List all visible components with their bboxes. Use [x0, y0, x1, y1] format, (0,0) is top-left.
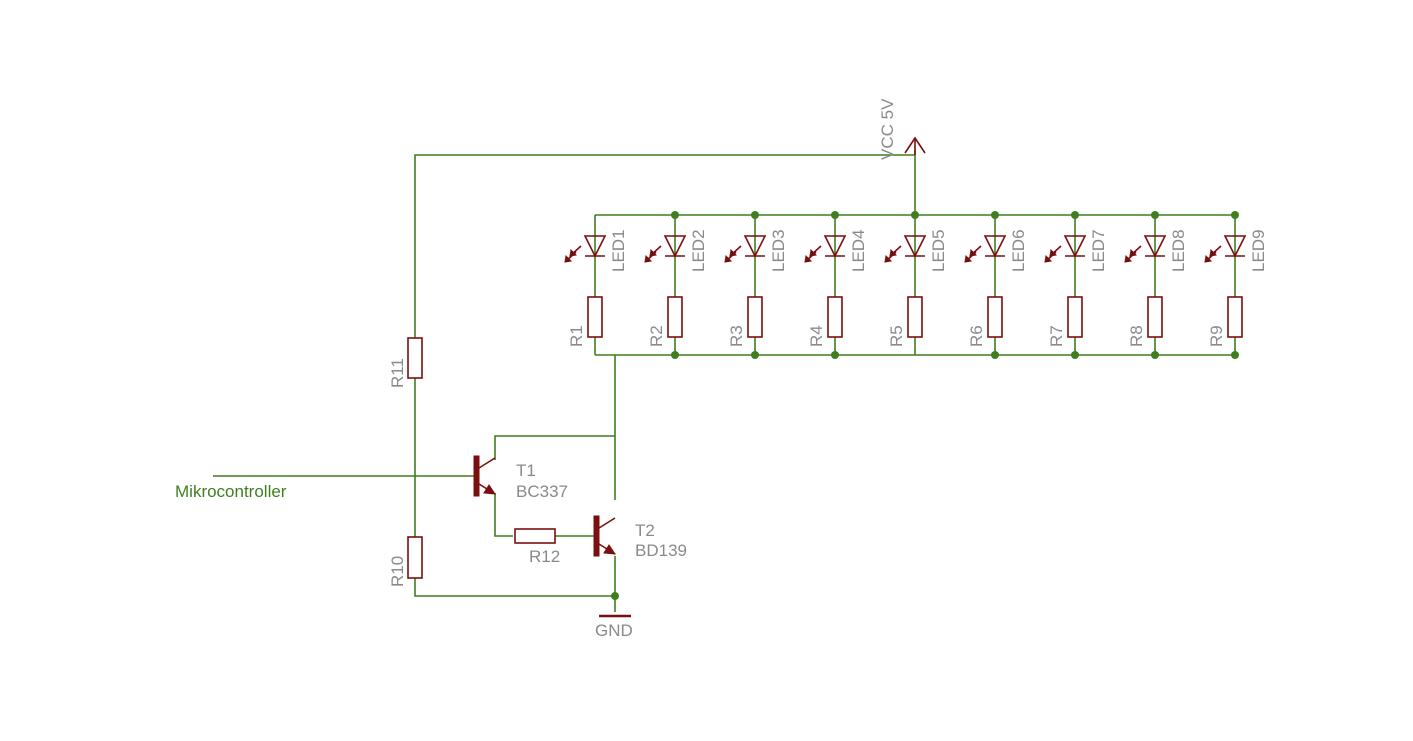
- gnd-symbol: GND: [595, 614, 633, 640]
- gnd-label: GND: [595, 621, 633, 640]
- vcc-symbol: VCC 5V: [878, 98, 926, 160]
- led-light-icon: [964, 245, 982, 263]
- led-label: LED2: [689, 229, 708, 272]
- led-4: LED4: [804, 229, 868, 272]
- resistor-r4: R4: [807, 296, 843, 347]
- resistor-r8: R8: [1127, 296, 1163, 347]
- resistor-r7: R7: [1047, 296, 1083, 347]
- led-label: LED7: [1089, 229, 1108, 272]
- resistor-r3: R3: [727, 296, 763, 347]
- resistor-label: R8: [1127, 325, 1146, 347]
- led-label: LED1: [609, 229, 628, 272]
- transistor-t2: T2 BD139: [593, 515, 687, 560]
- t2-type: BD139: [635, 541, 687, 560]
- resistor-label: R3: [727, 325, 746, 347]
- junction-bottom: [1151, 351, 1159, 359]
- resistor-label: R6: [967, 325, 986, 347]
- resistor-r5: R5: [887, 296, 923, 347]
- led-2: LED2: [644, 229, 708, 272]
- t1-name: T1: [516, 461, 536, 480]
- led-7: LED7: [1044, 229, 1108, 272]
- junction-top: [831, 211, 839, 219]
- led-light-icon: [1124, 245, 1142, 263]
- junction-bottom: [1231, 351, 1239, 359]
- r10-gnd-wire: [414, 578, 615, 597]
- led-array: LED1R1LED2R2LED3R3LED4R4LED5R5LED6R6LED7…: [564, 211, 1268, 359]
- resistor-label: R7: [1047, 325, 1066, 347]
- junction-bottom: [751, 351, 759, 359]
- resistor-label: R1: [567, 325, 586, 347]
- junction-bottom: [671, 351, 679, 359]
- resistor-r1: R1: [567, 296, 603, 347]
- resistor-r11: R11: [388, 337, 423, 388]
- r12-label: R12: [529, 547, 560, 566]
- junction-top: [991, 211, 999, 219]
- junction-top: [1231, 211, 1239, 219]
- resistor-label: R2: [647, 325, 666, 347]
- junction-bottom: [991, 351, 999, 359]
- led-9: LED9: [1204, 229, 1268, 272]
- t1-emitter-wire: [494, 493, 513, 537]
- led-label: LED5: [929, 229, 948, 272]
- led-label: LED4: [849, 229, 868, 272]
- mcu-net-label: Mikrocontroller: [175, 482, 287, 501]
- resistor-label: R5: [887, 325, 906, 347]
- resistor-r6: R6: [967, 296, 1003, 347]
- vcc-label: VCC 5V: [878, 98, 897, 160]
- led-6: LED6: [964, 229, 1028, 272]
- resistor-r9: R9: [1207, 296, 1243, 347]
- led-light-icon: [644, 245, 662, 263]
- led-light-icon: [564, 245, 582, 263]
- junction-top: [1071, 211, 1079, 219]
- resistor-label: R4: [807, 325, 826, 347]
- junction-top: [751, 211, 759, 219]
- junction-gnd: [611, 592, 619, 600]
- junction-bottom: [831, 351, 839, 359]
- resistor-r10: R10: [388, 536, 423, 587]
- led-3: LED3: [724, 229, 788, 272]
- led-label: LED6: [1009, 229, 1028, 272]
- led-light-icon: [884, 245, 902, 263]
- led-5: LED5: [884, 229, 948, 272]
- led-label: LED3: [769, 229, 788, 272]
- resistor-r2: R2: [647, 296, 683, 347]
- led-light-icon: [724, 245, 742, 263]
- led-label: LED9: [1249, 229, 1268, 272]
- junction-top: [911, 211, 919, 219]
- transistor-t1: T1 BC337: [473, 455, 568, 501]
- t2-name: T2: [635, 521, 655, 540]
- junctions: [611, 592, 619, 600]
- resistor-label: R9: [1207, 325, 1226, 347]
- r10-label: R10: [388, 556, 407, 587]
- t1-type: BC337: [516, 482, 568, 501]
- junction-top: [671, 211, 679, 219]
- resistor-r12: R12: [514, 528, 560, 566]
- wires: [213, 150, 1235, 612]
- led-light-icon: [1044, 245, 1062, 263]
- r11-label: R11: [388, 358, 407, 388]
- vcc-to-r11-wire: [414, 154, 915, 338]
- t1-collector-wire: [494, 435, 615, 460]
- led-light-icon: [804, 245, 822, 263]
- led-8: LED8: [1124, 229, 1188, 272]
- led-light-icon: [1204, 245, 1222, 263]
- led-1: LED1: [564, 229, 628, 272]
- junction-bottom: [1071, 351, 1079, 359]
- led-label: LED8: [1169, 229, 1188, 272]
- junction-top: [1151, 211, 1159, 219]
